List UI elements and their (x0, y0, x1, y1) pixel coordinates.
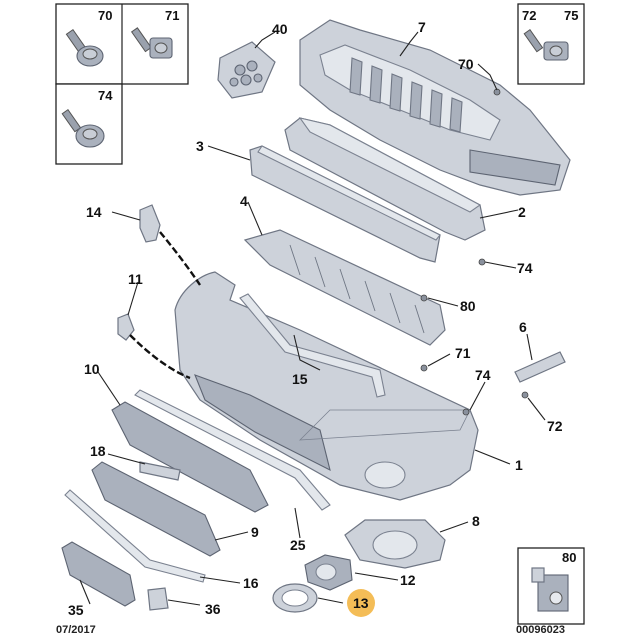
callout-72: 72 (547, 418, 563, 434)
fastener-box-group-left: 70 71 74 (55, 3, 189, 165)
callout-3: 3 (196, 138, 204, 154)
callout-70: 70 (458, 56, 474, 72)
part-14-bracket (139, 204, 161, 243)
footer-reference: 00096023 (516, 624, 565, 636)
screw-71-icon (130, 27, 173, 59)
callout-25: 25 (290, 537, 306, 553)
part-40-clip-kit (217, 41, 276, 99)
part-9-lower-grille (91, 461, 221, 557)
callout-74-upper: 74 (517, 260, 533, 276)
box-label-75: 75 (564, 8, 578, 23)
part-2-beam (284, 117, 486, 241)
callout-9: 9 (251, 524, 259, 540)
clip-80-icon (531, 567, 569, 612)
callout-35: 35 (68, 602, 84, 618)
callout-6: 6 (519, 319, 527, 335)
box-label-80: 80 (562, 550, 576, 565)
part-6-side-bracket (514, 351, 566, 383)
part-1-bumper-cover (174, 271, 479, 501)
part-7-upper-carrier (299, 19, 571, 196)
part-36-clip (147, 587, 169, 611)
fastener-box-group-right: 72 75 (517, 3, 585, 85)
screw-74-icon (61, 108, 105, 148)
callout-14: 14 (86, 204, 102, 220)
box-label-74: 74 (98, 88, 113, 103)
callout-2: 2 (518, 204, 526, 220)
fastener-box-group-80: 80 (517, 547, 585, 625)
part-13-bezel-ring (272, 583, 318, 613)
box-label-70: 70 (98, 8, 112, 23)
screw-72-75-icon (523, 28, 569, 61)
box-label-71: 71 (165, 8, 179, 23)
callout-16: 16 (243, 575, 259, 591)
part-10-grille (111, 389, 331, 513)
part-8-fog-bezel (344, 519, 446, 569)
callout-labels: 2 3 4 6 7 1 8 9 10 11 12 13 14 15 16 18 … (68, 19, 563, 618)
part-16-trim-strip (64, 489, 206, 583)
part-4-lower-deflector (243, 229, 446, 346)
callout-11: 11 (128, 271, 143, 287)
callout-13: 13 (353, 595, 369, 611)
callout-1: 1 (515, 457, 523, 473)
callout-8: 8 (472, 513, 480, 529)
callout-71: 71 (455, 345, 471, 361)
callout-7: 7 (418, 19, 426, 35)
highlight-13 (347, 589, 375, 617)
fastener-box-74 (55, 83, 123, 165)
callout-10: 10 (84, 361, 100, 377)
footer-date: 07/2017 (56, 624, 96, 636)
part-12-fog-lamp (304, 554, 353, 591)
part-18-trim (139, 461, 181, 481)
callout-18: 18 (90, 443, 106, 459)
callout-15: 15 (292, 371, 308, 387)
leader-lines (79, 31, 546, 606)
part-15-strip (239, 293, 386, 398)
box-label-72: 72 (522, 8, 536, 23)
screw-70-icon (65, 28, 104, 67)
part-35-side-grille (61, 541, 136, 607)
callout-4: 4 (240, 193, 248, 209)
callout-74-lower: 74 (475, 367, 491, 383)
callout-40: 40 (272, 21, 288, 37)
callout-80: 80 (460, 298, 476, 314)
harness-line-14 (159, 231, 201, 286)
callout-36: 36 (205, 601, 221, 617)
callout-12: 12 (400, 572, 416, 588)
part-3-absorber (249, 145, 441, 263)
